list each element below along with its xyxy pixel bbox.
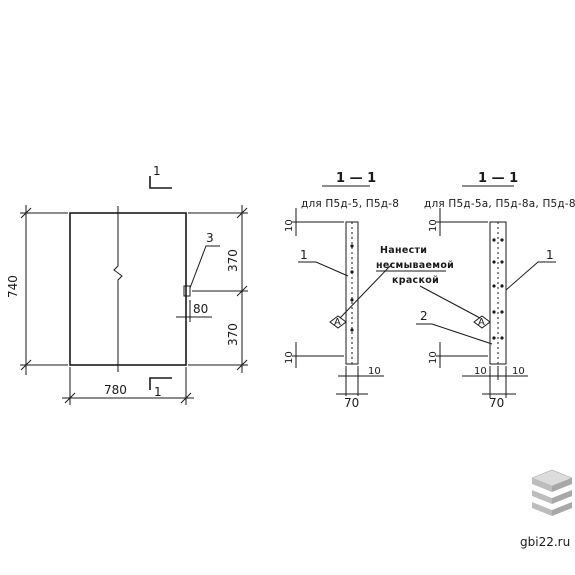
section-b-left-dim: 10 [474, 366, 487, 377]
section-b-callout-2: 2 [420, 309, 428, 323]
section-a-top-dim: 10 [284, 219, 295, 232]
layers-logo-icon [531, 469, 573, 516]
insert-block [183, 285, 191, 297]
section-a-thickness-dim: 10 [368, 366, 381, 377]
hole [500, 260, 504, 264]
hole [350, 244, 354, 248]
leader-1a [298, 261, 349, 277]
note-line-3: краской [392, 275, 439, 286]
tick [64, 392, 76, 404]
note-line-1: Нанести [380, 245, 427, 256]
section-b-callout-1: 1 [546, 248, 554, 262]
tick [20, 207, 32, 219]
section-a-mark: А [334, 317, 341, 328]
hole [350, 270, 354, 274]
tick [236, 207, 248, 219]
section-b-title: 1 — 1 [478, 171, 518, 186]
section-marker-bottom [149, 377, 172, 390]
section-mark-top: 1 [153, 164, 161, 178]
section-marker-top [149, 176, 172, 189]
section-b-bottom-dim: 10 [428, 351, 439, 364]
hole [500, 284, 504, 288]
hole [492, 284, 496, 288]
tick [236, 359, 248, 371]
section-b-mark: А [478, 317, 485, 328]
hole [350, 328, 354, 332]
note-leader-a [339, 263, 393, 319]
section-mark-bottom: 1 [154, 385, 162, 399]
section-a-width-dim: 70 [344, 396, 359, 410]
note-leader-b [419, 285, 481, 319]
tick [236, 285, 248, 297]
marking-diamond-a [329, 315, 347, 329]
section-b: 1 — 1 для П5д-5а, П5д-8а, П5д-8б 10 10 1… [416, 171, 575, 410]
lower-dimension: 370 [226, 323, 240, 346]
tick [20, 359, 32, 371]
height-dimension: 740 [6, 275, 20, 298]
hole [492, 260, 496, 264]
note-line-2: несмываемой [376, 260, 454, 271]
leader-1b [505, 261, 556, 291]
hole [492, 336, 496, 340]
hole [500, 336, 504, 340]
hole [500, 310, 504, 314]
panel-outline [69, 212, 187, 366]
section-a-callout: 1 [300, 248, 308, 262]
section-b-right-dim: 10 [512, 366, 525, 377]
section-a-bottom-dim: 10 [284, 351, 295, 364]
brand-site: gbi22.ru [520, 535, 570, 549]
section-a-title: 1 — 1 [336, 171, 376, 186]
section-b-subtitle: для П5д-5а, П5д-8а, П5д-8б [424, 198, 575, 210]
section-b-width-dim: 70 [489, 396, 504, 410]
leader-2b [416, 323, 493, 345]
small-dimension: 80 [193, 302, 208, 316]
hole [500, 238, 504, 242]
hole [492, 238, 496, 242]
upper-dimension: 370 [226, 249, 240, 272]
note-block: Нанести несмываемой краской [339, 245, 481, 319]
section-b-top-dim: 10 [428, 219, 439, 232]
brand-logo: gbi22.ru [520, 469, 573, 549]
marking-diamond-b [473, 315, 491, 329]
callout-3: 3 [206, 231, 214, 245]
front-view: 1 1 740 780 370 370 80 3 [6, 164, 248, 405]
section-a-subtitle: для П5д-5, П5д-8 [301, 198, 399, 210]
tick [180, 392, 192, 404]
hole [492, 310, 496, 314]
leader-3 [189, 245, 220, 289]
width-dimension: 780 [104, 383, 127, 397]
section-a: 1 — 1 для П5д-5, П5д-8 10 10 10 70 1 А [284, 171, 399, 410]
hole [350, 298, 354, 302]
break-line [113, 206, 123, 372]
